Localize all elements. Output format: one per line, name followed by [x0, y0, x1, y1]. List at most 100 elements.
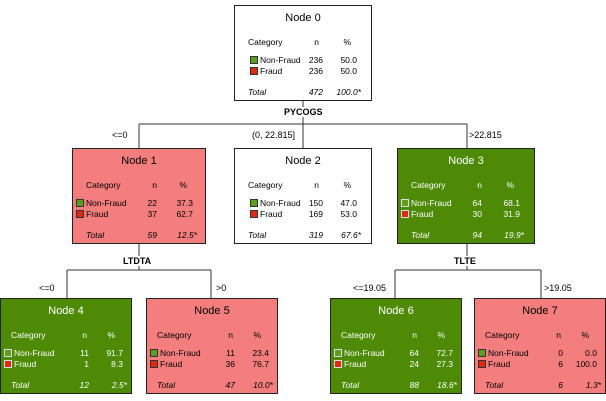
column-header-category: Category	[411, 180, 446, 190]
percent-value: 68.1	[503, 198, 520, 208]
nonfraud-swatch	[250, 56, 258, 64]
class-row-nonfraud: Non-Fraud 0 0.0	[475, 348, 605, 359]
total-label: Total	[157, 380, 176, 390]
total-count: 88	[409, 380, 419, 390]
column-header-n: n	[314, 37, 319, 47]
count-value: 1	[84, 359, 89, 369]
class-label: Fraud	[260, 66, 283, 76]
class-label: Fraud	[160, 359, 183, 369]
percent-value: 50.0	[340, 66, 357, 76]
percent-value: 47.0	[340, 198, 357, 208]
node-7: Node 7 Category n % Non-Fraud 0 0.0 Frau…	[474, 298, 606, 394]
percent-value: 0.0	[585, 348, 597, 358]
split-variable-2: TLTE	[452, 256, 478, 266]
node-title: Node 3	[448, 155, 484, 167]
total-count: 94	[472, 230, 482, 240]
percent-value: 91.7	[106, 348, 123, 358]
fraud-swatch	[250, 210, 258, 218]
percent-value: 100.0	[575, 359, 597, 369]
count-value: 22	[147, 198, 157, 208]
total-count: 6	[558, 380, 563, 390]
count-value: 11	[226, 348, 235, 358]
total-label: Total	[248, 87, 267, 97]
class-row-fraud: Fraud 169 53.0	[235, 209, 371, 220]
total-count: 472	[308, 87, 323, 97]
column-header-pct: %	[506, 180, 514, 190]
column-header-category: Category	[248, 180, 283, 190]
total-percent: 12.5*	[177, 230, 197, 240]
column-header-category: Category	[341, 330, 376, 340]
total-label: Total	[248, 230, 267, 240]
total-count: 59	[147, 230, 157, 240]
column-header-pct: %	[343, 37, 351, 47]
class-label: Non-Fraud	[86, 198, 127, 208]
total-label: Total	[485, 380, 504, 390]
node-0: Node 0 Category n % Non-Fraud 236 50.0 F…	[234, 5, 372, 101]
percent-value: 72.7	[436, 348, 453, 358]
class-label: Non-Fraud	[411, 198, 452, 208]
class-row-nonfraud: Non-Fraud 64 72.7	[331, 348, 461, 359]
column-header-pct: %	[581, 330, 589, 340]
fraud-swatch	[4, 360, 12, 368]
node-title: Node 6	[378, 305, 414, 317]
branch-label-2-1: >19.05	[544, 283, 572, 293]
total-percent: 67.6*	[341, 230, 361, 240]
branch-label-2-0: <=19.05	[353, 283, 387, 293]
column-header-n: n	[412, 330, 417, 340]
percent-value: 27.3	[436, 359, 453, 369]
total-label: Total	[411, 230, 430, 240]
branch-label-0-1: (0, 22.815]	[252, 130, 296, 140]
class-row-fraud: Fraud 36 76.7	[147, 359, 277, 370]
class-label: Fraud	[488, 359, 511, 369]
class-label: Fraud	[14, 359, 37, 369]
count-value: 236	[308, 66, 323, 76]
class-label: Non-Fraud	[14, 348, 55, 358]
percent-value: 31.9	[503, 209, 520, 219]
column-header-pct: %	[179, 180, 187, 190]
column-header-pct: %	[437, 330, 445, 340]
node-title: Node 5	[194, 305, 230, 317]
total-count: 47	[225, 380, 235, 390]
count-value: 30	[472, 209, 482, 219]
total-count: 12	[79, 380, 89, 390]
node-title: Node 4	[48, 305, 84, 317]
total-label: Total	[11, 380, 30, 390]
count-value: 6	[558, 359, 563, 369]
total-percent: 1.3*	[585, 380, 601, 390]
branch-label-0-2: >22.815	[469, 130, 502, 140]
percent-value: 37.3	[176, 198, 193, 208]
column-header-n: n	[477, 180, 482, 190]
nonfraud-swatch	[334, 349, 342, 357]
node-4: Node 4 Category n % Non-Fraud 11 91.7 Fr…	[0, 298, 132, 394]
column-header-category: Category	[248, 37, 283, 47]
column-header-category: Category	[485, 330, 520, 340]
fraud-swatch	[250, 67, 258, 75]
nonfraud-swatch	[401, 199, 409, 207]
total-label: Total	[341, 380, 360, 390]
node-5: Node 5 Category n % Non-Fraud 11 23.4 Fr…	[146, 298, 278, 394]
class-row-fraud: Fraud 24 27.3	[331, 359, 461, 370]
split-variable-0: PYCOGS	[282, 107, 325, 117]
column-header-category: Category	[86, 180, 121, 190]
count-value: 36	[225, 359, 235, 369]
node-title: Node 7	[522, 305, 558, 317]
column-header-pct: %	[107, 330, 115, 340]
nonfraud-swatch	[76, 199, 84, 207]
percent-value: 53.0	[340, 209, 357, 219]
total-percent: 2.5*	[111, 380, 127, 390]
count-value: 0	[558, 348, 563, 358]
percent-value: 23.4	[252, 348, 269, 358]
column-header-n: n	[556, 330, 561, 340]
node-title: Node 2	[285, 155, 321, 167]
total-count: 319	[308, 230, 323, 240]
fraud-swatch	[401, 210, 409, 218]
fraud-swatch	[334, 360, 342, 368]
class-row-fraud: Fraud 236 50.0	[235, 66, 371, 77]
column-header-pct: %	[253, 330, 261, 340]
total-percent: 19.9*	[504, 230, 524, 240]
node-1: Node 1 Category n % Non-Fraud 22 37.3 Fr…	[72, 148, 206, 244]
nonfraud-swatch	[4, 349, 12, 357]
fraud-swatch	[478, 360, 486, 368]
class-row-nonfraud: Non-Fraud 22 37.3	[73, 198, 205, 209]
